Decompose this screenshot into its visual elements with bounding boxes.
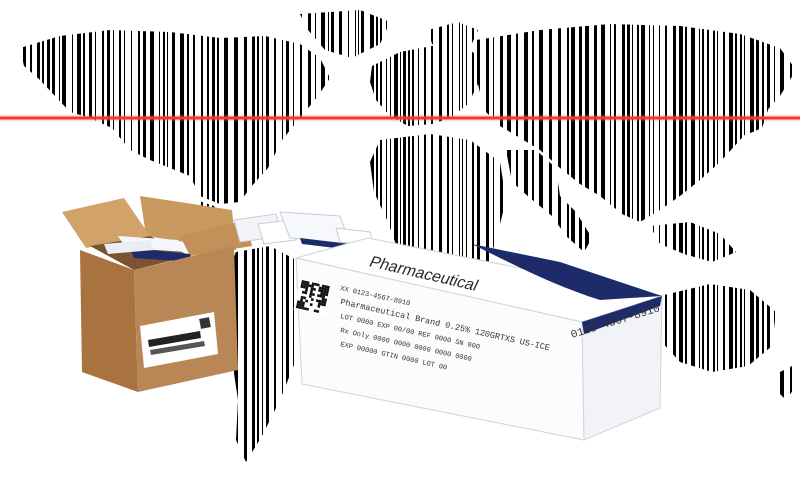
barcode-stripe — [59, 10, 60, 462]
barcode-stripe — [571, 10, 575, 462]
barcode-stripe — [10, 0, 12, 477]
barcode-stripe — [685, 10, 687, 462]
barcode-stripe — [750, 10, 754, 462]
barcode-stripe — [707, 10, 709, 462]
barcode-stripe — [424, 10, 426, 462]
barcode-stripe — [52, 10, 55, 462]
barcode-stripe — [729, 10, 733, 462]
barcode-stripe — [493, 10, 494, 462]
cardboard-box — [62, 196, 252, 392]
package-navy-stripe — [472, 244, 662, 300]
qr-code-icon — [293, 277, 333, 317]
barcode-stripe — [42, 10, 44, 462]
barcode-stripe — [47, 10, 50, 462]
barcode-stripe — [23, 10, 26, 462]
barcode-stripe — [412, 10, 414, 462]
barcode-stripe — [62, 10, 66, 462]
barcode-stripe — [6, 0, 7, 477]
barcode-stripe — [756, 10, 759, 462]
barcode-stripe — [699, 10, 700, 462]
barcode-stripe — [762, 10, 764, 462]
barcode-stripe — [673, 10, 676, 462]
barcode-stripe — [390, 10, 391, 462]
barcode-stripe — [376, 10, 378, 462]
barcode-stripe — [740, 10, 742, 462]
shipping-label — [140, 312, 218, 368]
barcode-stripe — [418, 10, 419, 462]
barcode-stripe — [159, 10, 160, 462]
barcode-stripe — [702, 10, 704, 462]
barcode-stripe — [735, 10, 737, 462]
barcode-stripe — [774, 10, 775, 462]
barcode-stripe — [579, 10, 582, 462]
barcode-stripe — [466, 10, 467, 462]
barcode-stripe — [659, 10, 660, 462]
barcode-stripe — [394, 10, 398, 462]
barcode-stripe — [713, 10, 715, 462]
barcode-stripe — [459, 10, 460, 462]
barcode-stripe — [386, 10, 387, 462]
barcode-stripe — [723, 10, 725, 462]
barcode-stripe — [744, 10, 745, 462]
barcode-stripe — [486, 10, 489, 462]
barcode-stripe — [691, 10, 695, 462]
barcode-stripe — [477, 10, 480, 462]
barcode-stripe — [408, 10, 410, 462]
barcode-stripe — [462, 10, 463, 462]
barcode-stripe — [30, 10, 32, 462]
barcode-stripe — [767, 10, 770, 462]
barcode-stripe — [0, 0, 2, 477]
barcode-stripe — [403, 10, 406, 462]
pharmaceutical-package: Pharmaceutical 0123-4567-8910 XX 0123-45… — [293, 237, 664, 441]
barcode-stripe — [431, 10, 433, 462]
barcode-stripe — [380, 10, 382, 462]
barcode-stripe — [16, 0, 17, 477]
barcode-stripe — [72, 10, 73, 462]
barcode-stripe — [717, 10, 718, 462]
package-end-face — [581, 295, 663, 441]
barcode-stripe — [679, 10, 683, 462]
barcode-stripe — [585, 10, 589, 462]
barcode-stripe — [567, 10, 569, 462]
flying-medicine-boxes — [233, 211, 375, 250]
barcode-stripe — [472, 10, 474, 462]
barcode-stripe — [790, 10, 792, 462]
barcode-stripe — [439, 10, 442, 462]
barcode-stripe — [400, 10, 401, 462]
barcode-stripe — [665, 10, 667, 462]
barcode-stripe — [452, 10, 453, 462]
barcode-stripe — [447, 10, 449, 462]
barcode-stripe — [37, 10, 40, 462]
barcode-stripe — [780, 10, 784, 462]
